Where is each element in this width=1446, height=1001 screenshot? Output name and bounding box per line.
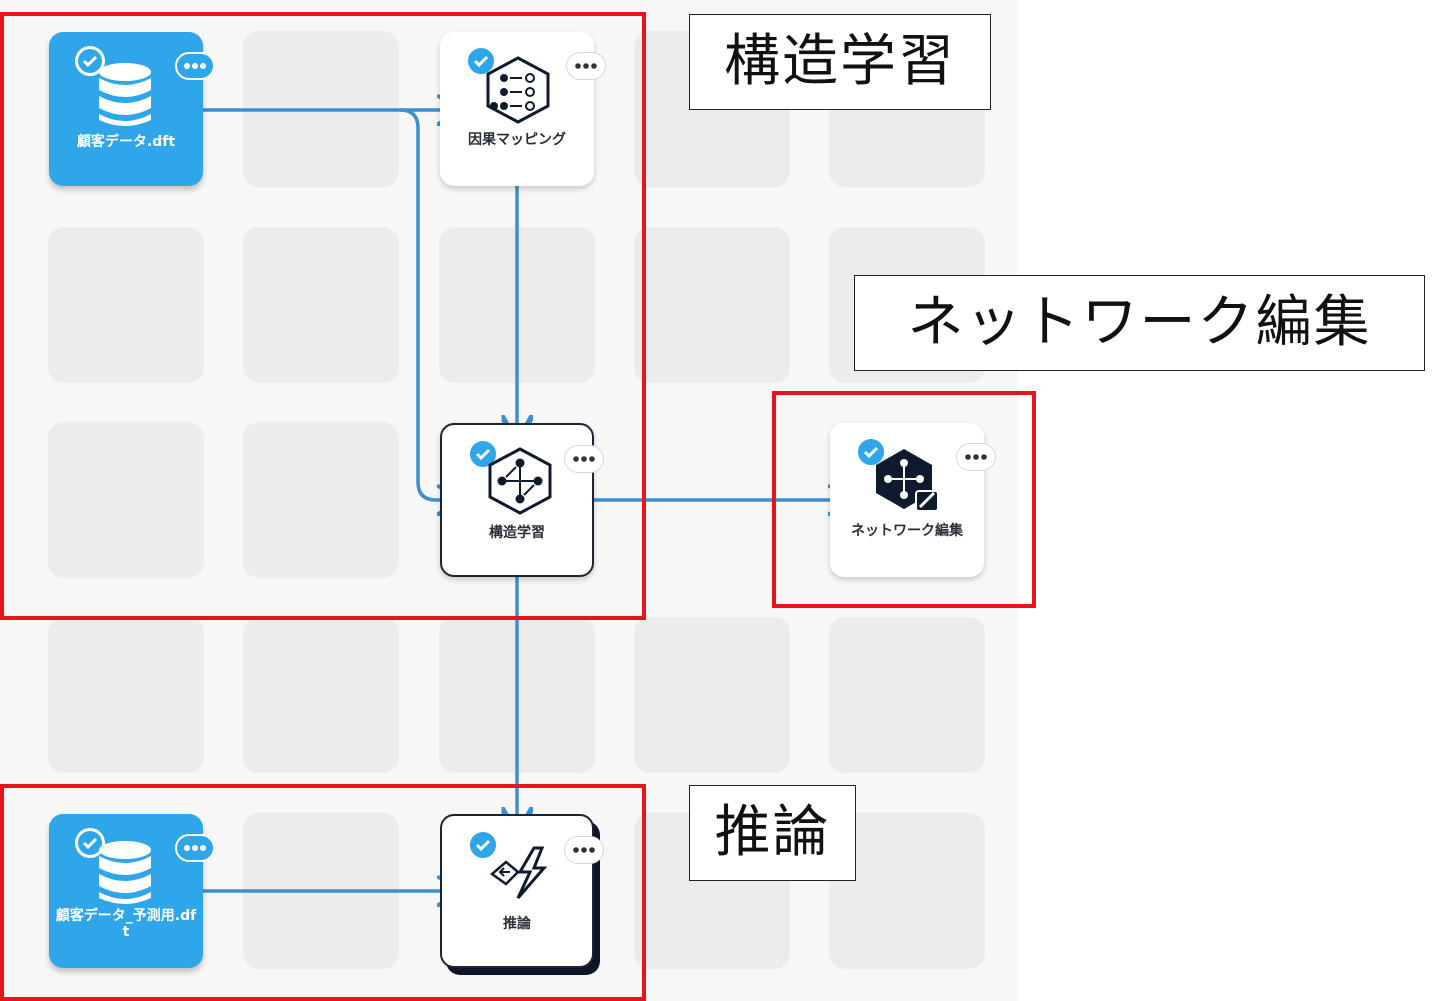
more-options-button[interactable] [175,834,215,862]
more-options-button[interactable] [564,836,604,864]
network-structure-icon [488,447,552,515]
highlight-network-edit-group [772,391,1036,608]
more-options-button[interactable] [956,443,996,471]
empty-cell[interactable] [634,227,790,383]
node-label: ネットワーク編集 [851,523,963,539]
causal-map-icon [486,56,550,124]
node-inference[interactable]: 推論 [440,814,604,968]
database-icon [99,841,151,904]
empty-cell[interactable] [634,617,790,773]
link-customer-to-structure[interactable] [399,108,462,500]
node-label: 顧客データ_予測用.dft [55,908,197,940]
callout-structure-learning: 構造学習 [689,14,991,110]
node-label: 構造学習 [489,525,545,541]
check-icon [468,830,498,860]
more-options-button[interactable] [175,52,215,80]
empty-cell[interactable] [48,422,204,578]
callout-inference: 推論 [689,785,856,881]
network-edit-icon [876,449,939,512]
node-network-edit[interactable]: ネットワーク編集 [830,423,996,577]
database-icon [99,63,151,126]
lightning-icon [489,846,548,899]
check-icon [75,46,105,76]
node-label: 因果マッピング [468,132,566,148]
callout-network-edit: ネットワーク編集 [854,275,1425,371]
highlight-structure-learning-group [0,12,646,620]
node-customer-data[interactable]: 顧客データ.dft [49,32,215,186]
node-causal-mapping[interactable]: 因果マッピング [440,32,606,186]
empty-cell[interactable] [243,617,399,773]
check-icon [75,828,105,858]
more-options-button[interactable] [566,52,606,80]
highlight-inference-group [0,784,646,1001]
node-structure-learning[interactable]: 構造学習 [440,423,604,577]
more-options-button[interactable] [564,445,604,473]
empty-cell[interactable] [48,617,204,773]
check-icon [856,437,886,467]
empty-cell[interactable] [48,227,204,383]
node-label: 顧客データ.dft [76,134,176,150]
empty-cell[interactable] [243,422,399,578]
empty-cell[interactable] [829,617,985,773]
node-label: 推論 [503,916,531,932]
empty-cell[interactable] [243,227,399,383]
node-prediction-data[interactable]: 顧客データ_予測用.dft [49,814,215,968]
